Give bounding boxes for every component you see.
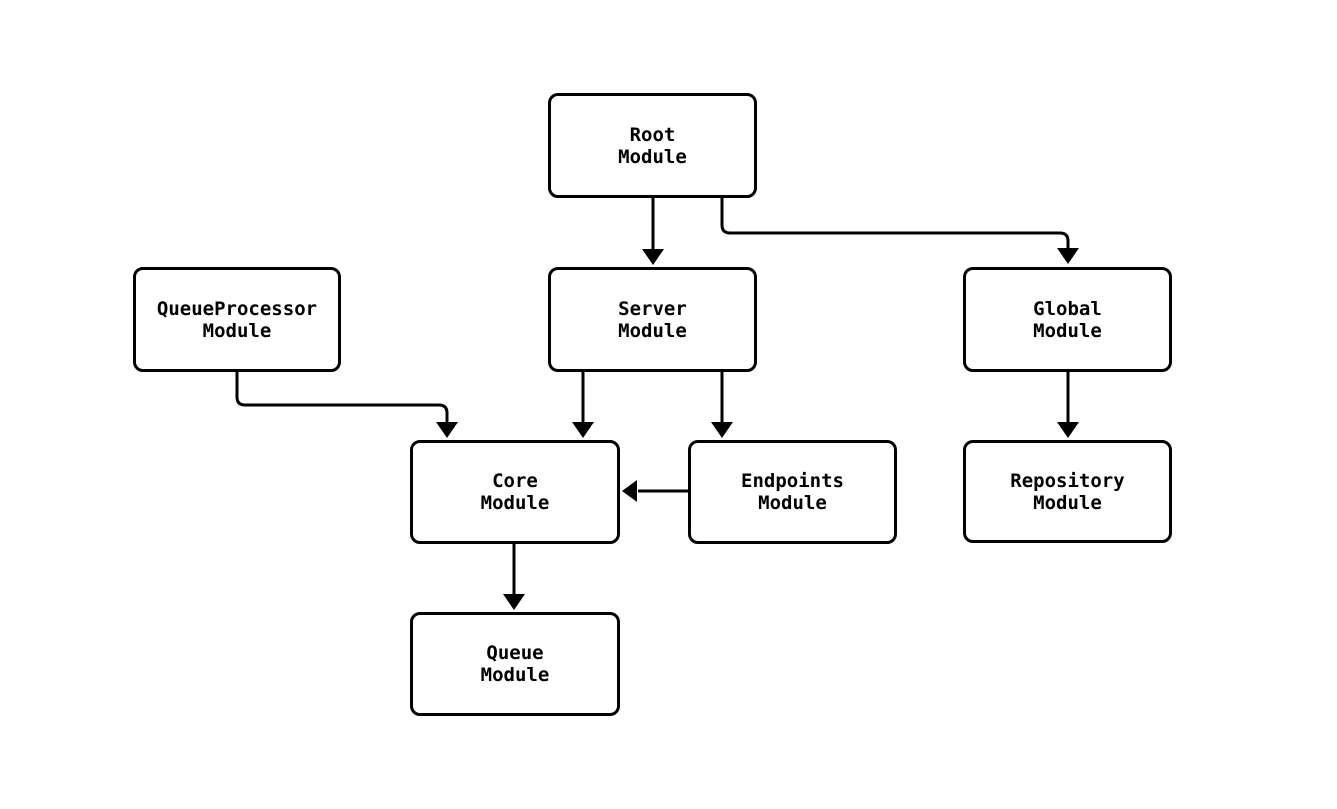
node-label-line: Global bbox=[1033, 297, 1102, 320]
edge-core-to-queue bbox=[503, 544, 525, 610]
node-endpoints-module: Endpoints Module bbox=[688, 440, 897, 544]
edge-endpoints-to-core bbox=[622, 480, 688, 502]
edge-server-to-endpoints bbox=[711, 372, 733, 438]
node-label-line: Module bbox=[202, 319, 272, 342]
node-root-module: Root Module bbox=[548, 93, 757, 198]
edge-queueprocessor-to-core bbox=[235, 372, 458, 438]
edge-global-to-repository bbox=[1057, 372, 1079, 438]
edge-root-to-global bbox=[720, 198, 1079, 264]
node-label-line: Module bbox=[1033, 319, 1102, 342]
node-core-module: Core Module bbox=[410, 440, 620, 544]
node-label-line: Root bbox=[629, 123, 676, 146]
node-label-line: Module bbox=[618, 319, 687, 342]
node-label-line: Module bbox=[1033, 491, 1102, 514]
node-label-line: Queue bbox=[486, 642, 544, 664]
node-label-line: Core bbox=[492, 470, 538, 492]
node-label-line: Server bbox=[618, 297, 687, 320]
node-label-line: Repository bbox=[1010, 469, 1125, 492]
edge-server-to-core bbox=[572, 372, 594, 438]
node-server-module: Server Module bbox=[548, 267, 757, 372]
node-global-module: Global Module bbox=[963, 267, 1172, 372]
node-queue-module: Queue Module bbox=[410, 612, 620, 716]
node-label-line: QueueProcessor bbox=[156, 297, 318, 320]
node-label-line: Endpoints bbox=[741, 470, 844, 492]
node-label-line: Module bbox=[758, 492, 827, 514]
node-label-line: Module bbox=[618, 145, 687, 168]
edge-root-to-server bbox=[642, 198, 664, 265]
node-label-line: Module bbox=[480, 664, 550, 686]
node-queueprocessor-module: QueueProcessor Module bbox=[133, 267, 341, 372]
node-label-line: Module bbox=[480, 492, 550, 514]
node-repository-module: Repository Module bbox=[963, 440, 1172, 543]
